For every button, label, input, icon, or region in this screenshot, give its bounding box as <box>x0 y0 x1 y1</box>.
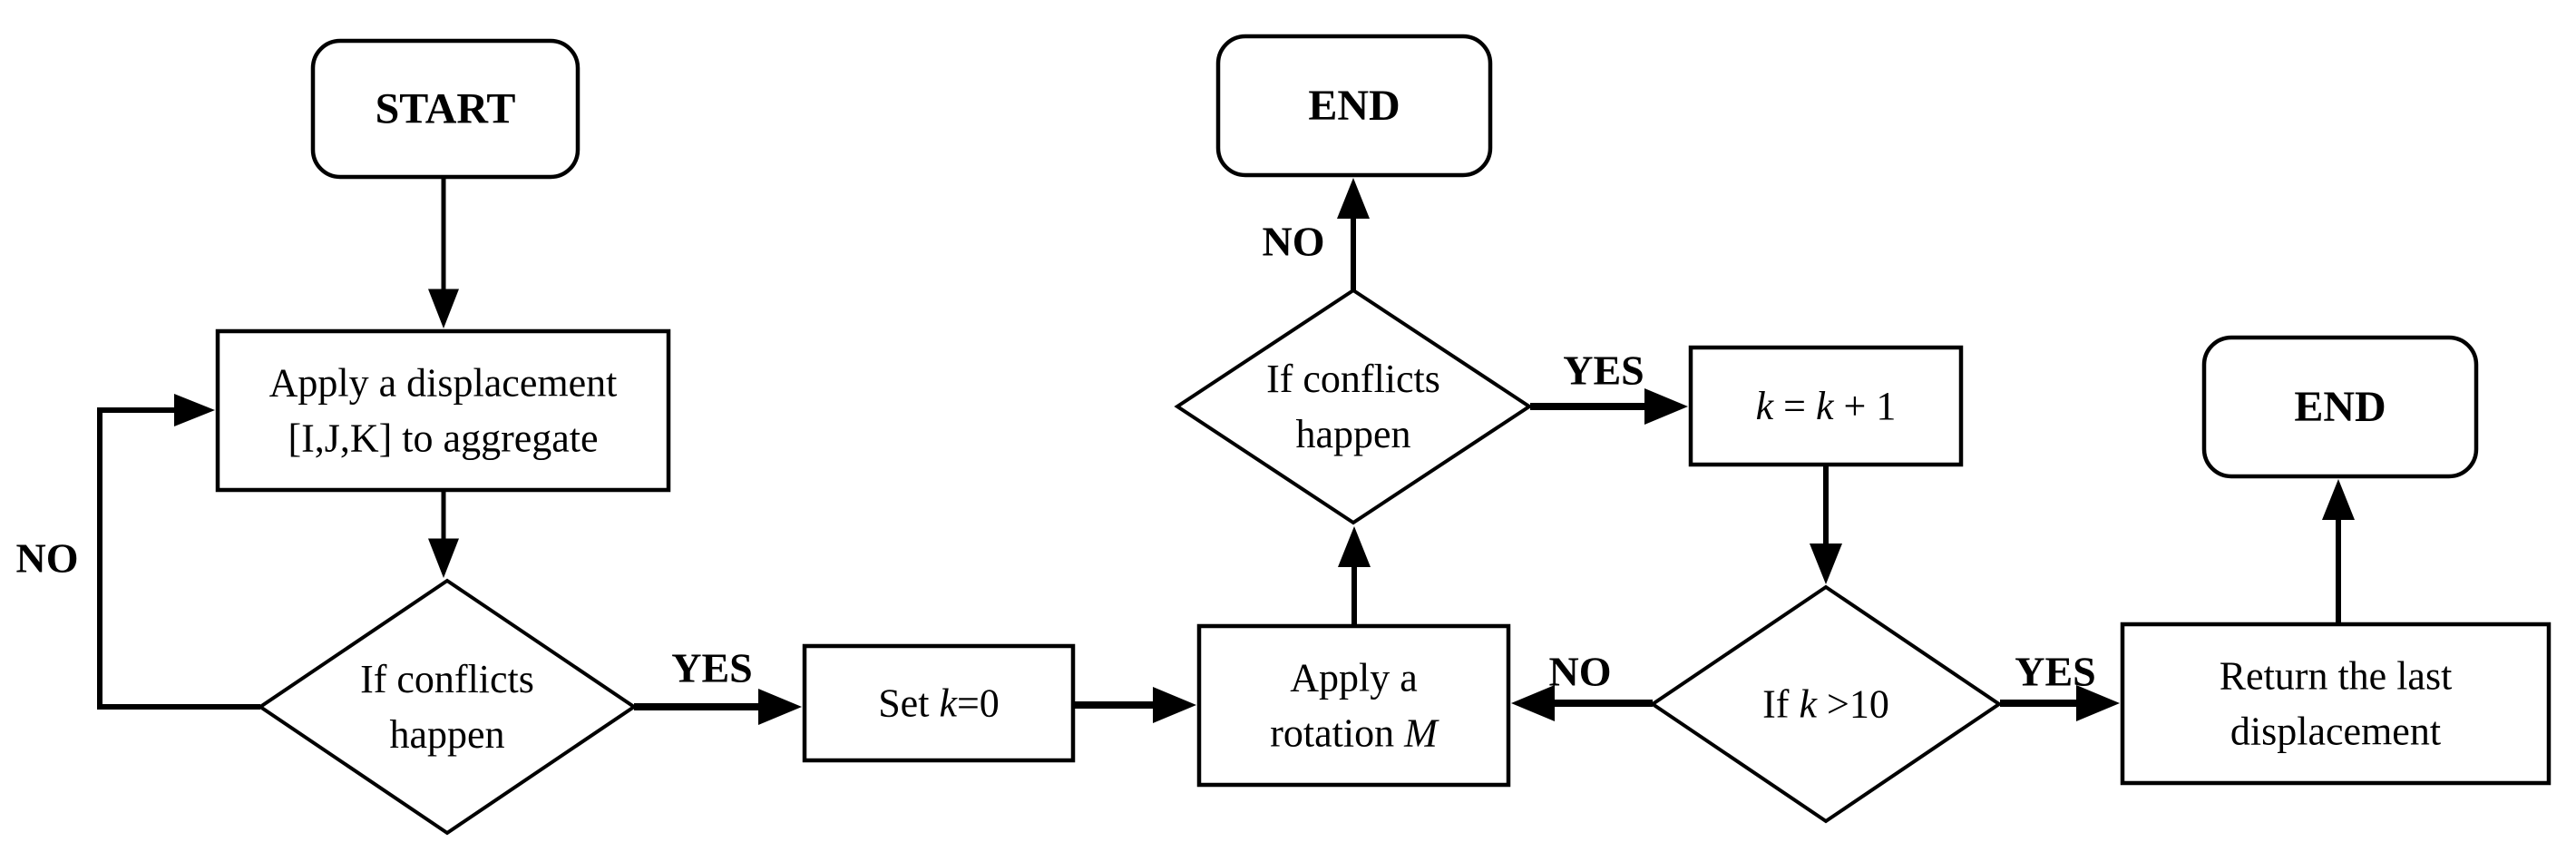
node-check-k: If k >10 <box>1649 584 2003 824</box>
edge-label-no: NO <box>1263 219 1325 265</box>
increment-k-box-shape <box>1688 345 1964 467</box>
edge-conflicts1-yes: YES <box>634 645 802 725</box>
edge-conflicts2-yes: YES <box>1530 348 1688 425</box>
arrowhead-icon <box>1511 685 1555 721</box>
edge-rotation-to-conflicts2 <box>1338 526 1371 626</box>
end-1-rounded-shape <box>1215 34 1493 178</box>
connector-line <box>97 407 260 710</box>
arrowhead-icon <box>2076 685 2120 721</box>
arrowhead-icon <box>1153 687 1196 723</box>
conflicts-check-1-diamond-shape <box>257 578 638 836</box>
end-2-rounded-shape <box>2201 335 2479 479</box>
set-k-box-shape <box>802 643 1076 763</box>
end-2-label: END <box>2294 383 2386 431</box>
arrowhead-icon <box>1810 544 1842 584</box>
arrowhead-icon <box>1337 178 1370 219</box>
arrowhead-icon <box>174 394 215 426</box>
arrowhead-icon <box>428 538 459 578</box>
node-set-k: Set k=0 <box>802 643 1076 763</box>
apply-displacement-box-shape <box>215 328 671 493</box>
edge-label-yes: YES <box>1563 348 1644 394</box>
node-start: START <box>310 38 581 180</box>
edge-label-yes: YES <box>2015 649 2095 695</box>
edge-incrementk-to-checkk <box>1810 465 1842 584</box>
arrowhead-icon <box>2322 479 2355 520</box>
node-apply-displacement: Apply a displacement[I,J,K] to aggregate <box>215 328 671 493</box>
node-end-2: END <box>2201 335 2479 479</box>
edge-checkk-no: NO <box>1511 649 1653 721</box>
set-k-label: Set k=0 <box>878 681 1000 726</box>
return-displacement-box-shape <box>2120 622 2552 786</box>
edge-apply-to-conflicts1 <box>428 490 459 578</box>
arrowhead-icon <box>1338 526 1371 567</box>
apply-displacement-label: Apply a displacement[I,J,K] to aggregate <box>269 361 618 461</box>
increment-k-label: k = k + 1 <box>1756 384 1897 428</box>
apply-rotation-box-shape <box>1196 623 1511 788</box>
edge-checkk-yes: YES <box>2000 649 2120 721</box>
edge-start-to-apply <box>428 177 459 328</box>
edge-label-no: NO <box>1549 649 1612 695</box>
arrowhead-icon <box>1644 388 1688 425</box>
edge-return-to-end2 <box>2322 479 2355 624</box>
edge-conflicts2-no: NO <box>1263 178 1370 290</box>
check-k-label: If k >10 <box>1762 682 1889 727</box>
arrowhead-icon <box>428 289 459 328</box>
node-end-1: END <box>1215 34 1493 178</box>
conflicts-check-2-diamond-shape <box>1174 288 1533 525</box>
edge-label-yes: YES <box>671 645 752 691</box>
end-1-label: END <box>1308 82 1400 130</box>
start-label: START <box>376 85 516 133</box>
arrowhead-icon <box>758 689 802 725</box>
edge-label-no: NO <box>16 535 79 582</box>
edge-conflicts1-no-loop: NO <box>16 394 260 710</box>
node-increment-k: k = k + 1 <box>1688 345 1964 467</box>
check-k-diamond-shape <box>1649 584 2003 824</box>
edge-setk-to-rotation <box>1073 687 1196 723</box>
